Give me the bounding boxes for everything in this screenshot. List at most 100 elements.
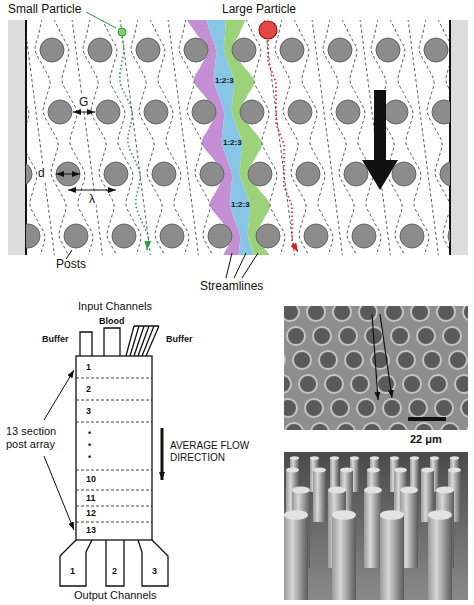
sem-post xyxy=(284,399,297,417)
sem-post xyxy=(325,375,343,393)
sem-image xyxy=(284,306,468,430)
sem-post xyxy=(293,351,311,369)
outlet-number: 3 xyxy=(152,566,157,576)
post xyxy=(240,100,264,124)
dimension-arrow xyxy=(73,112,95,113)
scale-label: 22 μm xyxy=(410,433,442,445)
part-label: Streamlines xyxy=(200,279,263,293)
sem-post xyxy=(287,327,305,345)
sem-post xyxy=(337,423,355,430)
sem-pillar-top xyxy=(400,486,418,493)
post xyxy=(136,38,160,62)
sem-post xyxy=(455,375,468,393)
outlet-number: 2 xyxy=(112,566,117,576)
section-number: 13 xyxy=(86,525,96,535)
sem-pillar-top xyxy=(394,467,407,472)
post xyxy=(424,38,448,62)
sem-pillar-top xyxy=(310,456,319,460)
section-number: 11 xyxy=(86,493,96,503)
sem-post xyxy=(305,399,323,417)
dimension-label: d xyxy=(37,166,46,180)
channel-wall xyxy=(450,20,468,255)
section-number: 12 xyxy=(86,508,96,518)
sem-pillar-top xyxy=(448,467,461,472)
post xyxy=(432,100,450,124)
part-label: Posts xyxy=(56,257,86,271)
section-number-box: 12 xyxy=(86,508,96,518)
outlet-number-box: 3 xyxy=(152,566,157,576)
dimension-arrow xyxy=(68,190,116,191)
sem-pillar-top xyxy=(286,467,299,472)
sem-post xyxy=(397,351,415,369)
post xyxy=(64,224,88,248)
inlet-label: Blood xyxy=(99,316,125,326)
leader-line xyxy=(226,253,232,278)
post xyxy=(184,38,208,62)
post xyxy=(440,162,450,186)
sem-pillar-top xyxy=(292,486,310,493)
sem-post xyxy=(389,423,407,430)
sem-post xyxy=(339,327,357,345)
section-number-box: 10 xyxy=(86,474,96,484)
post xyxy=(26,162,32,186)
post xyxy=(112,224,136,248)
sem-post xyxy=(377,375,395,393)
sem-arrow xyxy=(380,314,392,398)
sem-pillar xyxy=(380,515,404,600)
particle-paths xyxy=(120,37,298,252)
post xyxy=(344,162,368,186)
sem-post xyxy=(313,327,331,345)
part-label-box: Posts xyxy=(56,258,86,272)
section-number-box: 11 xyxy=(86,493,96,503)
post xyxy=(296,162,320,186)
post xyxy=(448,224,450,248)
sem-pillar-top xyxy=(364,486,382,493)
post xyxy=(48,100,72,124)
sem-post xyxy=(443,327,461,345)
section-number-box: 13 xyxy=(86,525,96,535)
sem-pillar-top xyxy=(290,456,299,460)
post xyxy=(392,162,416,186)
sem-post xyxy=(411,306,429,321)
sem-post xyxy=(461,399,468,417)
dimension-label: λ xyxy=(88,192,96,206)
post xyxy=(192,100,216,124)
scale-bar xyxy=(408,417,446,421)
sem-post xyxy=(285,423,303,430)
outlet-number: 1 xyxy=(70,566,75,576)
sem-post xyxy=(441,423,459,430)
sem-post xyxy=(284,351,285,369)
sem-pillar-top xyxy=(370,456,379,460)
dimension-arrow xyxy=(56,174,80,175)
post xyxy=(88,38,112,62)
post xyxy=(384,100,408,124)
post xyxy=(104,162,128,186)
sem-pillar-top xyxy=(284,510,308,520)
sem-post xyxy=(383,399,401,417)
ellipsis-dot: • xyxy=(88,428,91,438)
inlet-label-box: Buffer xyxy=(42,334,69,344)
post xyxy=(288,100,312,124)
flow-arrow xyxy=(161,428,164,480)
post xyxy=(200,162,224,186)
channel-wall xyxy=(25,20,27,255)
sem-post xyxy=(357,399,375,417)
ellipsis-dot-box: • xyxy=(88,440,91,450)
post xyxy=(96,100,120,124)
post xyxy=(232,38,256,62)
outlet-number-box: 1 xyxy=(70,566,75,576)
post xyxy=(56,162,80,186)
sem-post xyxy=(449,351,467,369)
sem-post xyxy=(345,351,363,369)
sem-pillar-top xyxy=(450,456,459,460)
ellipsis-dot-box: • xyxy=(88,452,91,462)
callout: 13 section post array xyxy=(6,425,56,450)
ratio-label: 1:2:3 xyxy=(215,76,234,85)
ellipsis-dot: • xyxy=(88,440,91,450)
post xyxy=(26,224,40,248)
ratio-label: 1:2:3 xyxy=(231,200,250,209)
section-number: 2 xyxy=(86,384,91,394)
inlet-label: Buffer xyxy=(42,334,69,344)
section-number: 10 xyxy=(86,474,96,484)
